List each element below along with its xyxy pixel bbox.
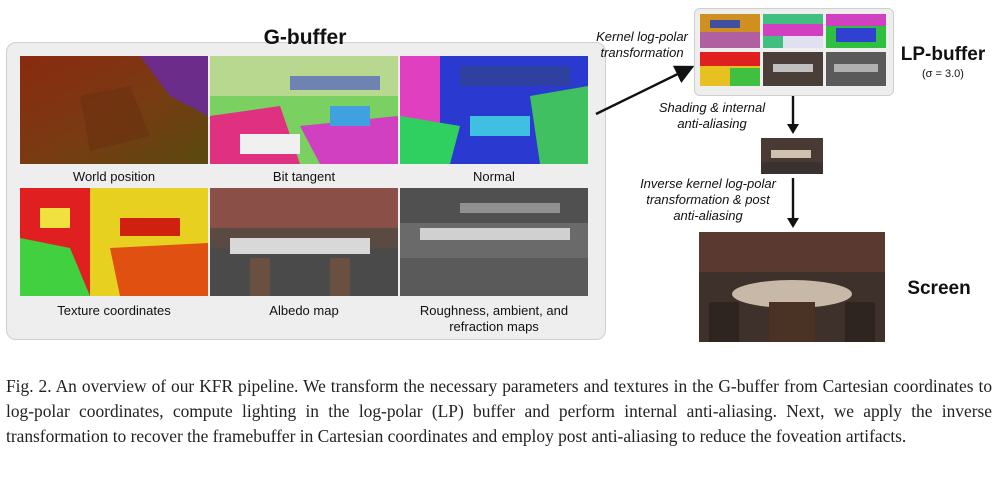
albedo-map-label: Albedo map <box>269 303 339 318</box>
lp-buffer-title: LP-buffer <box>900 44 986 65</box>
lp-buffer-sigma: (σ = 3.0) <box>922 68 964 80</box>
world-position-image <box>20 56 208 164</box>
inverse-arrow <box>787 178 799 228</box>
caption-text: An overview of our KFR pipeline. We tran… <box>6 376 993 446</box>
normal-label: Normal <box>473 169 515 184</box>
kernel-transform-arrow <box>595 65 695 116</box>
lp-tile-5 <box>763 52 823 86</box>
bit-tangent-label: Bit tangent <box>272 169 336 184</box>
shaded-lp-image <box>761 138 823 174</box>
gbuffer-title: G-buffer <box>263 26 347 49</box>
screen-title: Screen <box>907 278 971 299</box>
shading-label: Shading & internal anti-aliasing <box>658 100 766 131</box>
lp-tile-6 <box>826 52 886 86</box>
texture-coordinates-image <box>20 188 208 296</box>
roughness-ambient-refraction-label: Roughness, ambient, and refraction maps <box>419 303 569 334</box>
lp-tile-3 <box>826 14 886 48</box>
normal-image <box>400 56 588 164</box>
lp-tile-1 <box>700 14 760 48</box>
lp-tile-2 <box>763 14 823 48</box>
world-position-label: World position <box>72 169 156 184</box>
texture-coordinates-label: Texture coordinates <box>57 303 171 318</box>
bit-tangent-image <box>210 56 398 164</box>
inverse-label: Inverse kernel log-polar transformation … <box>640 176 776 223</box>
figure-caption: Fig. 2. An overview of our KFR pipeline.… <box>6 374 992 449</box>
screen-image <box>699 232 885 342</box>
shading-arrow <box>787 96 799 134</box>
figure-number: Fig. 2. <box>6 376 52 396</box>
roughness-ambient-refraction-image <box>400 188 588 296</box>
albedo-map-image <box>210 188 398 296</box>
lp-tile-4 <box>700 52 760 86</box>
kernel-transform-label: Kernel log-polar transformation <box>596 29 688 60</box>
